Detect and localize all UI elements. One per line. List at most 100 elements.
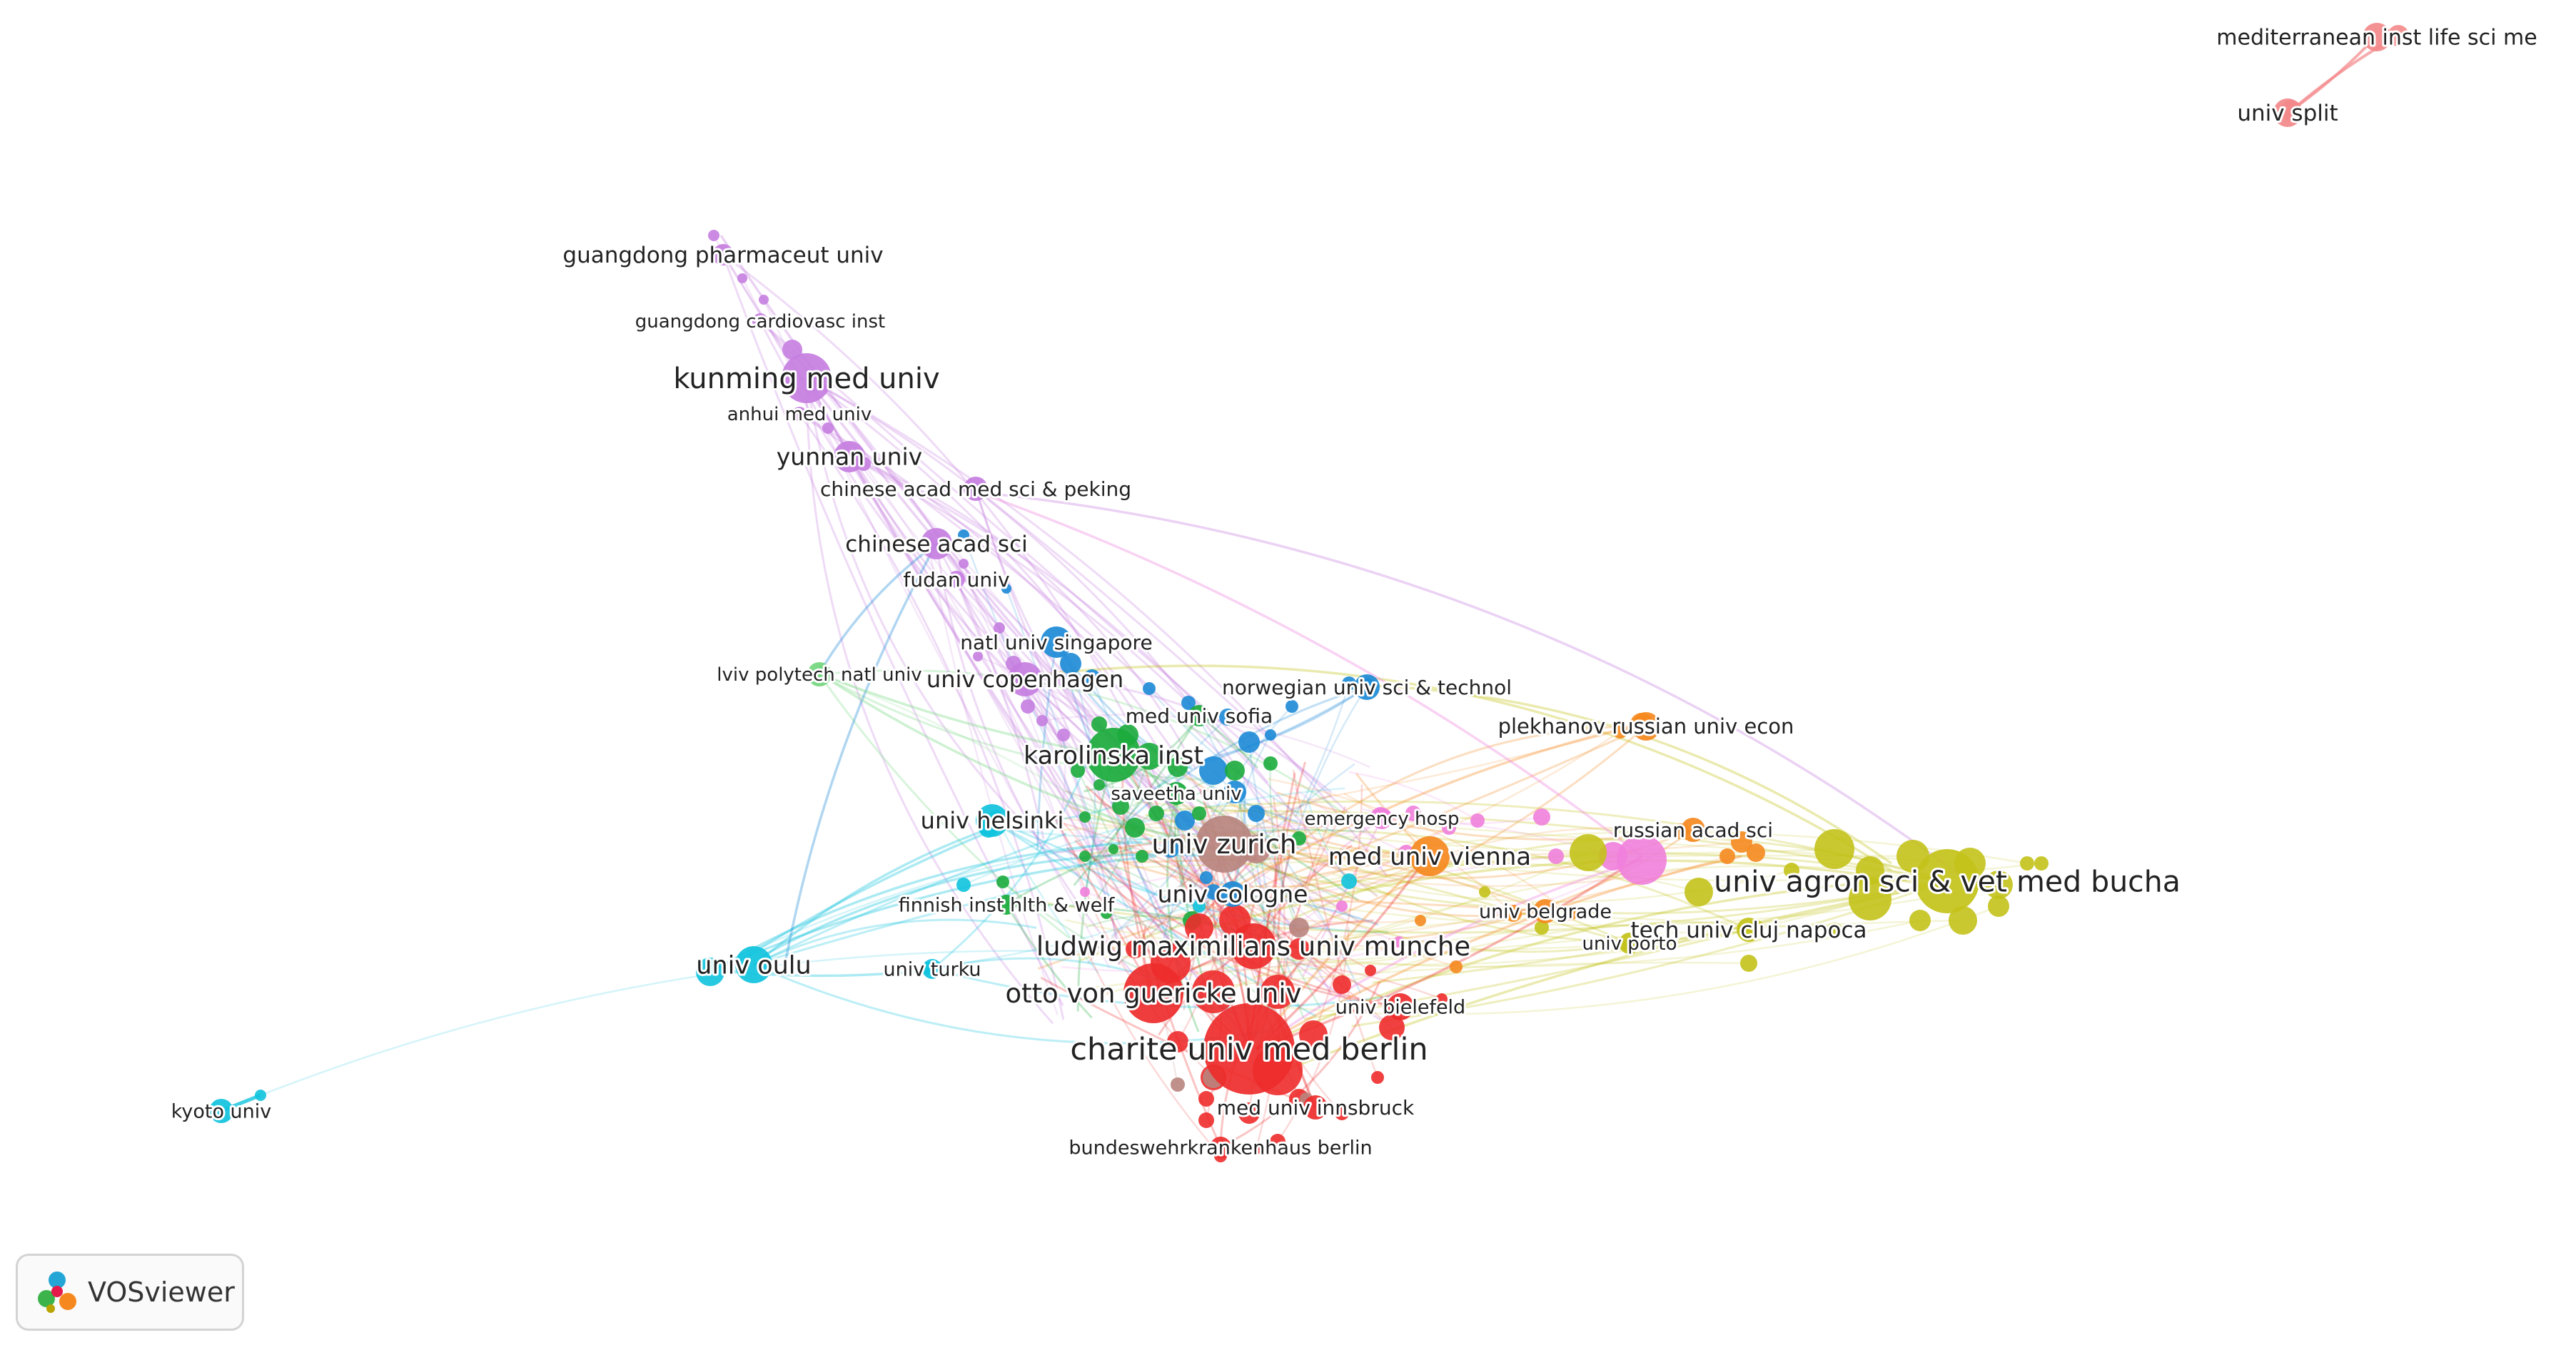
network-node[interactable] <box>1826 923 1843 940</box>
network-node[interactable] <box>1570 834 1607 871</box>
vosviewer-badge[interactable]: VOSviewer <box>16 1254 244 1331</box>
network-node[interactable] <box>1365 965 1376 976</box>
network-node[interactable] <box>1108 844 1118 854</box>
network-node-fudan[interactable] <box>948 571 965 588</box>
network-node[interactable] <box>1167 1031 1188 1052</box>
network-node-med[interactable] <box>2363 23 2391 51</box>
network-node[interactable] <box>1613 724 1627 739</box>
network-node[interactable] <box>1333 975 1351 994</box>
network-node[interactable] <box>2388 25 2409 46</box>
network-node[interactable] <box>1289 918 1309 938</box>
network-node-belg[interactable] <box>1533 899 1557 923</box>
network-node[interactable] <box>1079 811 1091 823</box>
network-node[interactable] <box>1225 761 1245 781</box>
network-node[interactable] <box>1198 1112 1214 1128</box>
network-node[interactable] <box>1021 699 1035 714</box>
network-node-lviv[interactable] <box>807 662 832 686</box>
network-node-cluj[interactable] <box>1737 918 1761 942</box>
network-node-helsinki[interactable] <box>976 804 1009 837</box>
network-node[interactable] <box>782 340 802 360</box>
network-node[interactable] <box>1784 863 1799 878</box>
network-node-yun[interactable] <box>834 441 865 472</box>
network-node-ki[interactable] <box>1086 728 1141 782</box>
network-node[interactable] <box>1270 1134 1286 1149</box>
network-node[interactable] <box>1617 835 1667 885</box>
network-node[interactable] <box>1238 731 1260 753</box>
network-node[interactable] <box>1261 975 1295 1009</box>
network-node-emerg[interactable] <box>1371 808 1393 829</box>
network-node[interactable] <box>1126 940 1144 958</box>
network-node-ovgu[interactable] <box>1123 963 1183 1023</box>
network-node[interactable] <box>1143 682 1156 695</box>
network-node[interactable] <box>1988 895 2009 917</box>
network-node-nus[interactable] <box>1041 626 1072 658</box>
network-node[interactable] <box>1379 1015 1405 1040</box>
network-node-anhui[interactable] <box>792 407 807 421</box>
network-node[interactable] <box>1136 743 1163 770</box>
network-node[interactable] <box>1336 900 1348 912</box>
network-node[interactable] <box>2034 856 2049 871</box>
network-node[interactable] <box>737 273 747 283</box>
network-node[interactable] <box>1001 584 1011 594</box>
network-node[interactable] <box>1535 920 1549 935</box>
network-node[interactable] <box>1856 856 1884 885</box>
network-node[interactable] <box>1079 851 1091 862</box>
network-node[interactable] <box>1192 806 1206 821</box>
network-node[interactable] <box>1335 1106 1349 1120</box>
network-node[interactable] <box>1175 811 1195 831</box>
network-node-cams[interactable] <box>964 477 988 501</box>
network-node[interactable] <box>1442 821 1456 835</box>
network-node[interactable] <box>696 958 724 986</box>
network-node[interactable] <box>1719 848 1735 864</box>
network-node[interactable] <box>1265 729 1276 741</box>
network-node[interactable] <box>1206 884 1221 900</box>
network-node[interactable] <box>1060 653 1081 674</box>
network-node-biel[interactable] <box>1387 993 1414 1020</box>
network-node[interactable] <box>1548 848 1564 864</box>
network-node[interactable] <box>1505 905 1522 922</box>
network-node[interactable] <box>1436 993 1448 1005</box>
network-node[interactable] <box>1112 798 1129 815</box>
network-node[interactable] <box>1288 938 1310 960</box>
network-node[interactable] <box>1740 955 1757 972</box>
network-node[interactable] <box>1450 960 1463 973</box>
network-node[interactable] <box>958 529 969 541</box>
network-node-kyoto[interactable] <box>209 1099 233 1123</box>
network-node[interactable] <box>1071 763 1085 778</box>
network-node[interactable] <box>1415 915 1426 926</box>
network-node-zurich[interactable] <box>1196 816 1253 873</box>
network-node[interactable] <box>1162 841 1179 858</box>
network-node[interactable] <box>1479 886 1490 898</box>
network-node-kmu[interactable] <box>782 353 832 403</box>
network-node[interactable] <box>1299 1020 1328 1049</box>
network-node[interactable] <box>1814 829 1854 869</box>
network-node[interactable] <box>1684 878 1713 906</box>
network-node[interactable] <box>1909 910 1931 931</box>
network-node[interactable] <box>996 876 1009 888</box>
network-node[interactable] <box>1292 831 1306 846</box>
network-node[interactable] <box>1533 808 1550 826</box>
network-node[interactable] <box>994 622 1005 634</box>
network-node-ucph[interactable] <box>1008 662 1042 696</box>
network-node-ntnu[interactable] <box>1354 674 1380 700</box>
network-node-cas[interactable] <box>921 528 952 559</box>
network-node[interactable] <box>1286 700 1298 713</box>
network-node[interactable] <box>1747 843 1765 862</box>
network-node[interactable] <box>1193 900 1206 913</box>
network-node[interactable] <box>1949 906 1977 935</box>
network-node[interactable] <box>759 295 769 305</box>
network-node[interactable] <box>959 559 969 569</box>
network-node[interactable] <box>1181 696 1196 710</box>
network-node-cologne[interactable] <box>1220 881 1246 907</box>
network-node[interactable] <box>1470 813 1485 828</box>
network-node-oulu[interactable] <box>735 946 772 983</box>
network-node[interactable] <box>708 230 719 241</box>
network-node[interactable] <box>1341 873 1357 889</box>
network-node[interactable] <box>1136 850 1148 863</box>
network-node[interactable] <box>822 422 834 434</box>
network-node[interactable] <box>1251 1143 1262 1154</box>
network-node[interactable] <box>956 878 971 892</box>
network-node-gc[interactable] <box>752 313 768 329</box>
network-node[interactable] <box>1219 709 1236 726</box>
